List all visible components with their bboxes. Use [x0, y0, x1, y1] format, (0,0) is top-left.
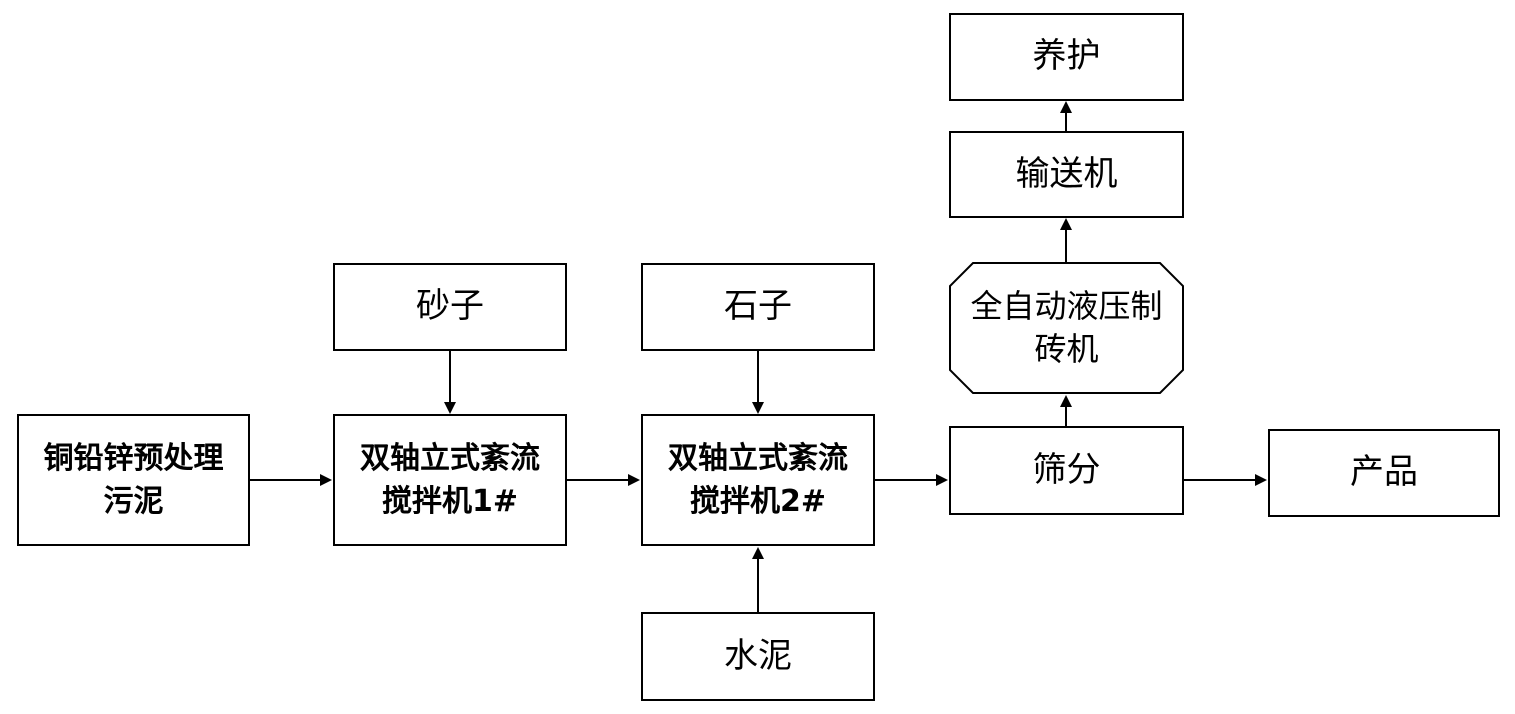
sand-node: 砂子 — [333, 263, 567, 351]
conveyor-label: 输送机 — [1015, 153, 1118, 194]
product-node: 产品 — [1268, 429, 1500, 517]
mixer-1-node: 双轴立式紊流 搅拌机1# — [333, 414, 567, 546]
cement-node: 水泥 — [641, 612, 875, 701]
product-label: 产品 — [1350, 452, 1418, 493]
curing-label: 养护 — [1032, 36, 1101, 77]
brick-machine-octagon-shape — [949, 262, 1184, 394]
pretreatment-sludge-label: 铜铅锌预处理 污泥 — [43, 440, 224, 520]
mixer-1-label: 双轴立式紊流 搅拌机1# — [360, 440, 540, 520]
pretreatment-sludge-node: 铜铅锌预处理 污泥 — [17, 414, 250, 546]
conveyor-node: 输送机 — [949, 131, 1184, 218]
screening-node: 筛分 — [949, 426, 1184, 515]
mixer-2-node: 双轴立式紊流 搅拌机2# — [641, 414, 875, 546]
brick-machine-label: 全自动液压制 砖机 — [970, 286, 1163, 368]
stone-label: 石子 — [724, 286, 792, 327]
brick-machine-node: 全自动液压制 砖机 — [949, 262, 1184, 394]
cement-label: 水泥 — [724, 635, 792, 676]
mixer-2-label: 双轴立式紊流 搅拌机2# — [668, 440, 848, 520]
sand-label: 砂子 — [416, 286, 484, 327]
stone-node: 石子 — [641, 263, 875, 351]
screening-label: 筛分 — [1032, 449, 1101, 490]
curing-node: 养护 — [949, 13, 1184, 101]
